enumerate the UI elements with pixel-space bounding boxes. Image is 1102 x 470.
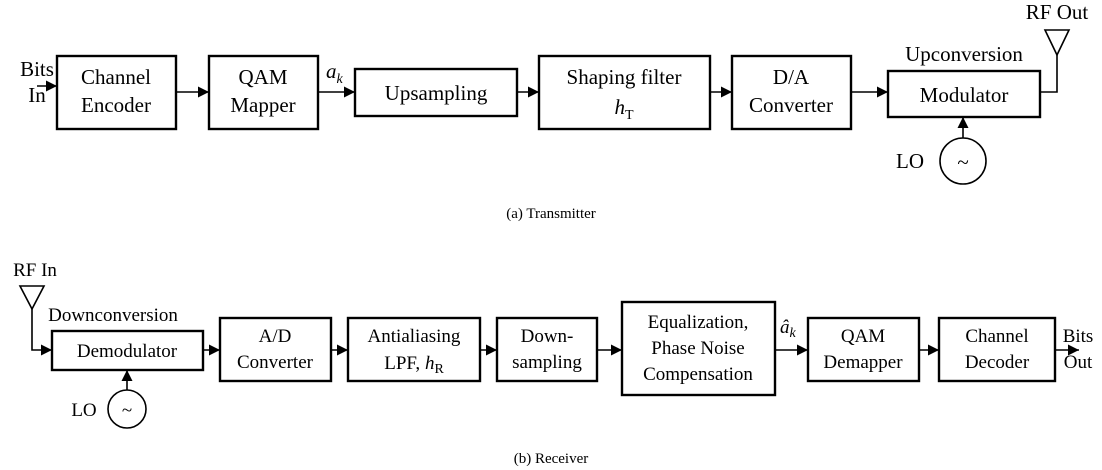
- tx-symbol-ak-label: ak: [326, 59, 344, 87]
- rx-bits-out-label-line2: Out: [1064, 352, 1093, 373]
- qam-demapper-label-line2: Demapper: [823, 352, 903, 373]
- qam-demapper-block: [806, 316, 921, 383]
- channel-decoder-block: [937, 316, 1057, 383]
- rx-oscillator-icon: [107, 389, 147, 429]
- tx-bits-in-label-line1: Bits: [20, 57, 54, 81]
- tx-oscillator-icon: [939, 137, 987, 185]
- demodulator-label: Demodulator: [77, 341, 178, 362]
- qam-mapper-label-line2: Mapper: [230, 93, 295, 117]
- qam-demapper-label-line1: QAM: [841, 326, 885, 347]
- tx-rf-out-label: RF Out: [1026, 0, 1089, 24]
- transmitter-chain: Bits In Channel Encoder QAM Mapper ak Up…: [20, 0, 1088, 222]
- modulator-block: [886, 69, 1042, 119]
- modulator-label: Modulator: [920, 83, 1009, 107]
- da-converter-block: [730, 54, 853, 131]
- upconversion-label: Upconversion: [905, 42, 1023, 66]
- receiver-chain: RF In Downconversion Demodulator ~ LO A/…: [13, 260, 1093, 467]
- ad-converter-label-line2: Converter: [237, 352, 314, 373]
- antialiasing-lpf-label: LPF, hR: [384, 353, 444, 377]
- transmitter-caption: (a) Transmitter: [506, 206, 596, 222]
- rx-bits-out-label-line1: Bits: [1063, 326, 1094, 347]
- rx-input-line: [31, 309, 52, 356]
- channel-encoder-label-line1: Channel: [81, 65, 151, 89]
- tx-output-line: [1040, 55, 1058, 93]
- ad-converter-label-line1: A/D: [259, 326, 292, 347]
- channel-decoder-label-line1: Channel: [965, 326, 1028, 347]
- rx-oscillator-symbol: ~: [122, 400, 132, 421]
- downsampling-label-line2: sampling: [512, 352, 582, 373]
- tx-antenna-icon: [1043, 29, 1071, 57]
- rx-antenna-icon: [18, 285, 46, 311]
- equalization-block: [620, 300, 777, 397]
- rx-lo-label: LO: [71, 400, 96, 421]
- tx-lo-label: LO: [896, 149, 924, 173]
- shaping-filter-label: Shaping filter: [567, 65, 682, 89]
- qam-mapper-label-line1: QAM: [238, 65, 287, 89]
- channel-encoder-label-line2: Encoder: [81, 93, 151, 117]
- downconversion-label: Downconversion: [48, 305, 178, 326]
- equalization-label-line2: Phase Noise: [651, 338, 744, 359]
- equalization-label-line3: Compensation: [643, 364, 753, 385]
- qam-mapper-block: [207, 54, 320, 131]
- tx-oscillator-symbol: ~: [957, 150, 968, 174]
- shaping-filter-symbol: hT: [614, 95, 634, 123]
- equalization-label-line1: Equalization,: [648, 312, 749, 333]
- upsampling-label: Upsampling: [385, 81, 488, 105]
- antialiasing-label: Antialiasing: [368, 326, 461, 347]
- da-converter-label-line2: Converter: [749, 93, 833, 117]
- rx-symbol-ahat-label: âk: [780, 317, 797, 341]
- receiver-caption: (b) Receiver: [514, 451, 589, 467]
- downsampling-label-line1: Down-: [521, 326, 574, 347]
- rx-rf-in-label: RF In: [13, 260, 57, 281]
- shaping-filter-block: [537, 54, 712, 131]
- tx-bits-in-label-line2: In: [28, 83, 46, 107]
- downsampling-block: [495, 316, 599, 383]
- channel-decoder-label-line2: Decoder: [965, 352, 1030, 373]
- upsampling-block: [353, 67, 519, 118]
- da-converter-label-line1: D/A: [773, 65, 810, 89]
